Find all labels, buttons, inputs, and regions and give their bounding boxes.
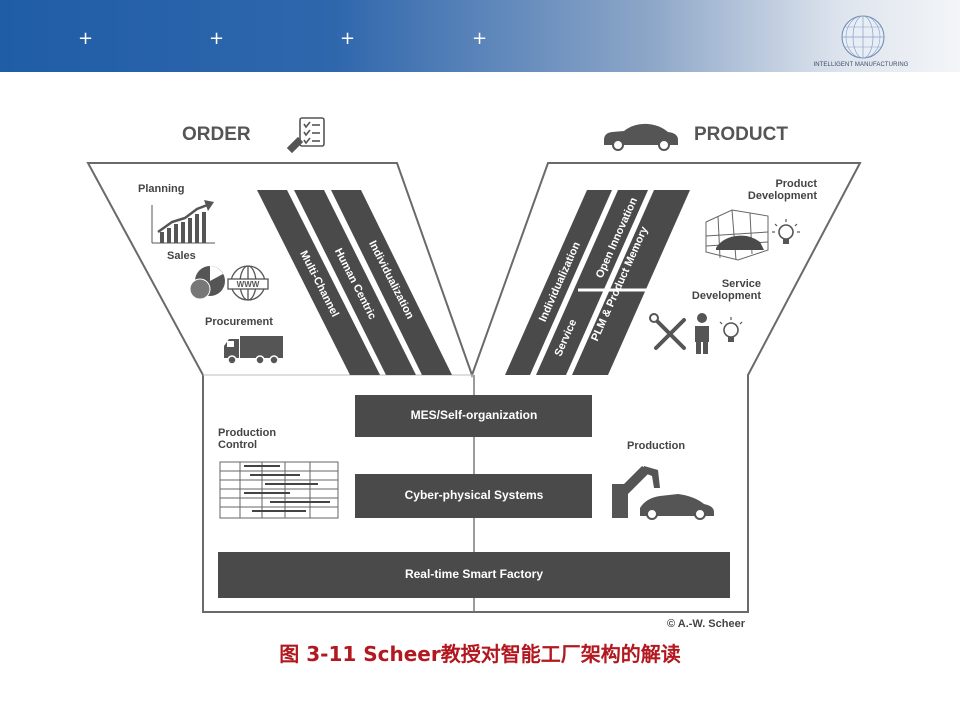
right-stripe-band xyxy=(536,190,648,375)
procurement-label: Procurement xyxy=(205,316,273,328)
left-stripe-band xyxy=(257,190,380,375)
cad-car-icon xyxy=(705,209,769,261)
figure-caption: 图 3-11 Scheer教授对智能工厂架构的解读 xyxy=(279,642,681,666)
truck-icon xyxy=(224,336,283,365)
center-bar-label: MES/Self-organization xyxy=(411,408,538,422)
svg-text:WWW: WWW xyxy=(237,280,260,289)
www-globe-icon: WWW xyxy=(227,265,269,301)
lightbulb-icon xyxy=(719,317,743,342)
center-bar-smart-factory xyxy=(218,552,730,598)
robot-arm-car-icon xyxy=(612,466,714,520)
center-bar-label: Real-time Smart Factory xyxy=(405,567,543,581)
left-stripe-band xyxy=(331,190,452,375)
right-stripe-band xyxy=(572,190,690,375)
copyright-text: © A.-W. Scheer xyxy=(667,618,746,630)
car-icon xyxy=(604,123,678,151)
lightbulb-icon xyxy=(772,219,800,244)
product-title: PRODUCT xyxy=(694,124,788,145)
production-control-label: Production xyxy=(218,427,276,439)
product-development-label: Product xyxy=(775,178,817,190)
worker-icon xyxy=(695,313,709,354)
right-stripe-band xyxy=(505,190,612,375)
service-development-label: Development xyxy=(692,290,761,302)
service-development-label: Service xyxy=(722,278,761,290)
header-banner: + + + + INTELLIGENT MANUFACTURING xyxy=(0,0,960,72)
product-development-label: Development xyxy=(748,190,817,202)
plus-mark: + xyxy=(472,28,488,49)
tools-icon xyxy=(649,313,686,350)
production-label: Production xyxy=(627,440,685,452)
brand-text: INTELLIGENT MANUFACTURING xyxy=(813,62,909,68)
globe-icon xyxy=(841,15,885,59)
center-bar-cps xyxy=(355,474,592,518)
planning-label: Planning xyxy=(138,183,184,195)
gantt-table-icon xyxy=(219,461,339,519)
plus-mark: + xyxy=(209,28,225,49)
left-stripe-band xyxy=(294,190,416,375)
plus-mark: + xyxy=(78,28,94,49)
center-bar-mes xyxy=(355,395,592,437)
sales-label: Sales xyxy=(167,250,196,262)
planning-chart-icon xyxy=(151,200,215,244)
center-bar-label: Cyber-physical Systems xyxy=(405,488,544,502)
sales-pie-icon xyxy=(189,266,225,300)
checklist-icon xyxy=(286,117,325,154)
order-title: ORDER xyxy=(182,124,251,145)
plus-mark: + xyxy=(340,28,356,49)
production-control-label: Control xyxy=(218,439,257,451)
